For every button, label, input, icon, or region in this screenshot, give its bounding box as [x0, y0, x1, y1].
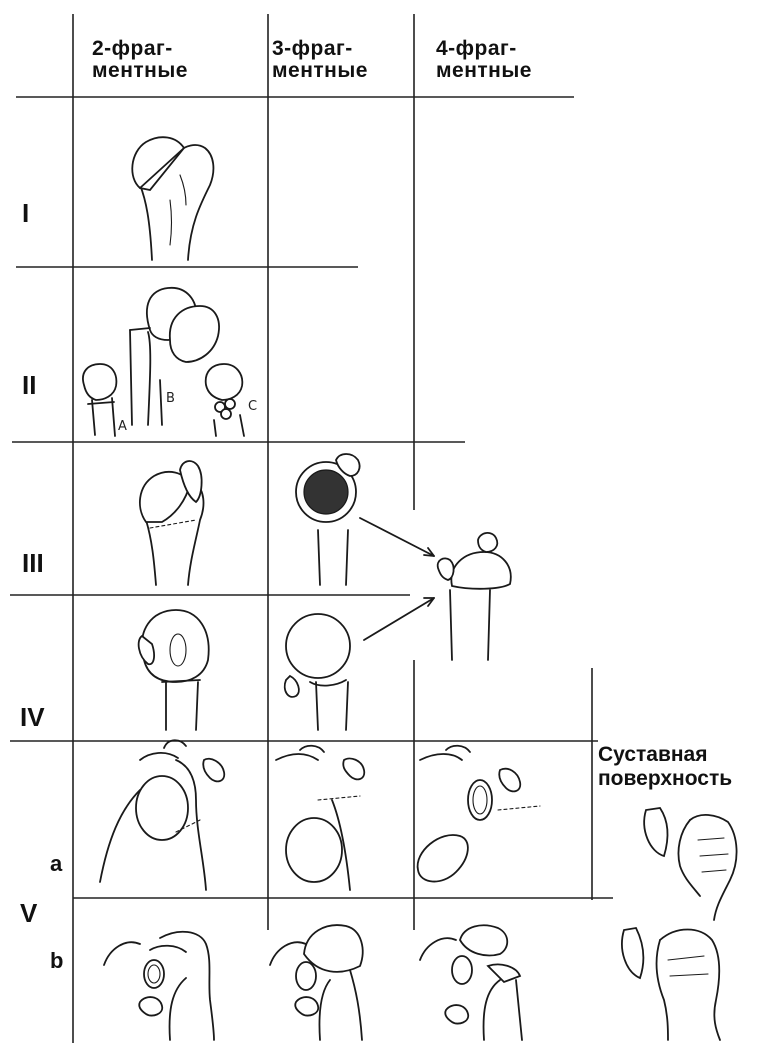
- humerus-sketch-row4-2frag: [137, 609, 210, 731]
- humerus-sketch-4frag: [436, 532, 512, 661]
- humerus-sketch-row5a-4frag: [416, 744, 541, 883]
- articular-surface-sketch-b: [621, 927, 721, 1041]
- humerus-sketch-row5b-2frag: [103, 930, 215, 1041]
- row-label-4: IV: [20, 702, 45, 732]
- row-label-1: I: [22, 198, 30, 228]
- humerus-sketch-row1-2frag: [131, 136, 215, 261]
- humerus-sketch-row5b-4frag: [419, 924, 523, 1041]
- humerus-sketch-row3-3frag: [295, 453, 361, 586]
- humerus-sketch-row4-3frag: [283, 613, 351, 731]
- row-label-2: II: [22, 370, 37, 400]
- row-label-5: V: [20, 898, 38, 928]
- humerus-sketch-row5a-2frag: [99, 739, 226, 891]
- row-label-3: III: [22, 548, 44, 578]
- column-header-3-fragment: 3-фраг- ментные: [272, 37, 368, 82]
- column-header-2-fragment: 2-фраг- ментные: [92, 37, 188, 82]
- arrows-to-4frag: [359, 517, 435, 641]
- variant-label-b: B: [166, 391, 175, 406]
- row-sublabel-a: a: [50, 851, 63, 876]
- table-grid: [10, 14, 613, 1043]
- variant-label-a: A: [118, 419, 127, 434]
- variant-label-c: C: [248, 399, 257, 414]
- humerus-sketch-row5b-3frag: [269, 924, 364, 1041]
- column-header-articular-surface: Суставная поверхность: [598, 743, 733, 790]
- column-header-4-fragment: 4-фраг- ментные: [436, 37, 532, 82]
- humerus-sketch-row3-2frag: [139, 460, 205, 586]
- humerus-sketch-row5a-3frag: [275, 744, 366, 891]
- humerus-sketch-row2-2frag: B A C: [82, 287, 257, 437]
- row-sublabel-b: b: [50, 948, 64, 973]
- articular-surface-sketch-a: [643, 807, 738, 921]
